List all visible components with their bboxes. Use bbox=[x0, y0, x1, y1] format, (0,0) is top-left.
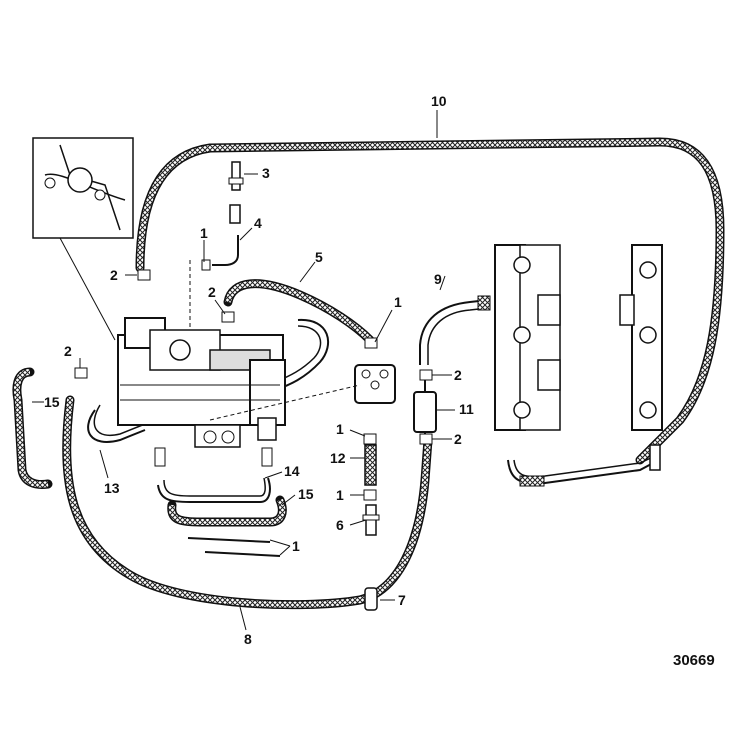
callout-2: 2 bbox=[64, 343, 72, 359]
fitting-small-sleeve bbox=[229, 204, 241, 224]
hose-9 bbox=[419, 299, 489, 365]
fuel-pump-block bbox=[354, 364, 396, 404]
hose-12 bbox=[364, 444, 377, 486]
callout-5: 5 bbox=[315, 249, 323, 265]
callout-7: 7 bbox=[398, 592, 406, 608]
vapor-separator-assembly bbox=[117, 317, 286, 467]
callout-14: 14 bbox=[284, 463, 300, 479]
callout-15: 15 bbox=[298, 486, 314, 502]
callout-8: 8 bbox=[244, 631, 252, 647]
callout-4: 4 bbox=[254, 215, 262, 231]
callout-1: 1 bbox=[394, 294, 402, 310]
callout-6: 6 bbox=[336, 517, 344, 533]
tie-strap-1 bbox=[187, 537, 271, 543]
hose-14 bbox=[157, 477, 271, 503]
callout-1: 1 bbox=[336, 487, 344, 503]
callout-13: 13 bbox=[104, 480, 120, 496]
elbow-4 bbox=[212, 235, 239, 266]
callout-2: 2 bbox=[454, 367, 462, 383]
fuel-rail-right bbox=[619, 244, 663, 431]
inset-detail bbox=[32, 137, 134, 341]
callout-1: 1 bbox=[336, 421, 344, 437]
callout-10: 10 bbox=[431, 93, 447, 109]
callout-3: 3 bbox=[262, 165, 270, 181]
reference-number: 30669 bbox=[673, 652, 715, 669]
callout-2: 2 bbox=[208, 284, 216, 300]
callout-2: 2 bbox=[110, 267, 118, 283]
callout-1: 1 bbox=[292, 538, 300, 554]
callout-15: 15 bbox=[44, 394, 60, 410]
callout-11: 11 bbox=[459, 401, 474, 417]
callout-2: 2 bbox=[454, 431, 462, 447]
leader-lines bbox=[32, 110, 455, 631]
callout-9: 9 bbox=[434, 271, 442, 287]
callout-12: 12 bbox=[330, 450, 346, 466]
cap-7 bbox=[364, 587, 378, 611]
fuel-rail-left bbox=[494, 244, 561, 431]
fitting-3 bbox=[228, 161, 244, 191]
fuel-filter-11 bbox=[413, 380, 437, 442]
hose-13 bbox=[87, 409, 146, 443]
callout-1: 1 bbox=[200, 225, 208, 241]
tie-strap-2 bbox=[204, 551, 281, 557]
